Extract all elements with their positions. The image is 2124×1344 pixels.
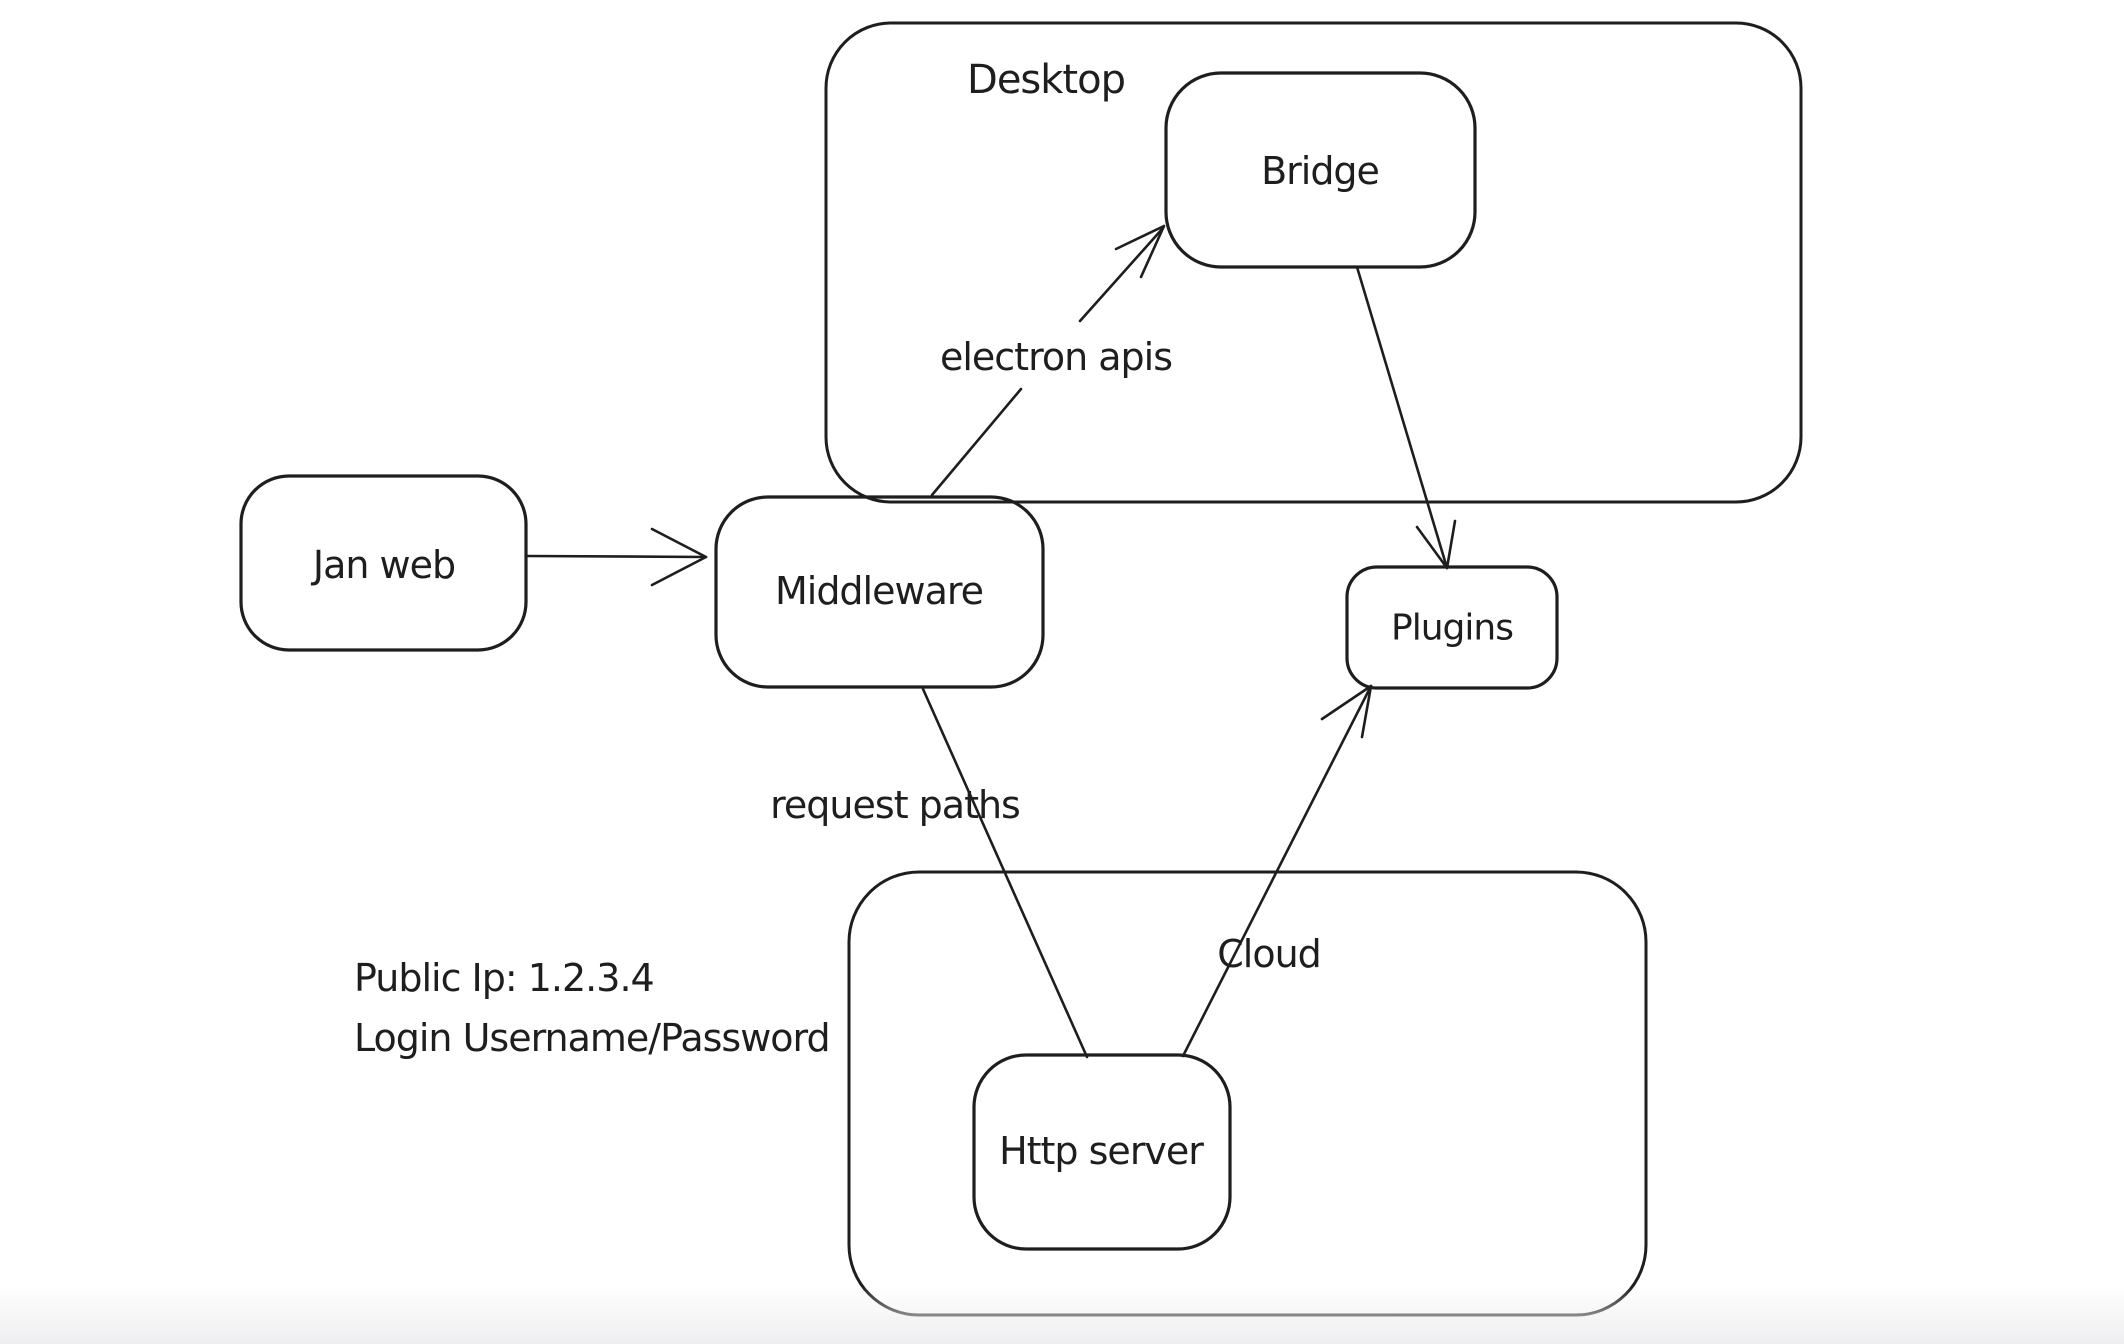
edge-label-electron-apis[interactable]: electron apis <box>939 335 1173 380</box>
login-text: Login Username/Password <box>354 1016 831 1060</box>
arrowhead-http-server-to-plugins <box>1320 684 1373 739</box>
arrowhead-jan-web-to-middleware <box>650 527 708 587</box>
edge-label-request-paths[interactable]: request paths <box>770 783 1021 828</box>
credentials-annotation[interactable]: Public Ip: 1.2.3.4 Login Username/Passwo… <box>354 948 831 1068</box>
jan-web-node-label[interactable]: Jan web <box>312 543 456 588</box>
http-server-node-label[interactable]: Http server <box>999 1129 1204 1174</box>
arrow-http-server-to-plugins[interactable] <box>1181 684 1373 1058</box>
http-server-node-box[interactable] <box>972 1053 1232 1251</box>
arrow-middleware-to-bridge-upper[interactable] <box>1078 226 1165 323</box>
arrow-bridge-to-plugins[interactable] <box>1355 265 1449 570</box>
arrow-jan-web-to-middleware[interactable] <box>525 554 708 559</box>
bridge-node-label[interactable]: Bridge <box>1261 149 1380 194</box>
arrowhead-bridge-to-plugins <box>1415 519 1457 570</box>
plugins-node-box[interactable] <box>1345 565 1559 690</box>
middleware-node-label[interactable]: Middleware <box>774 569 984 614</box>
line-middleware-to-http-server[interactable] <box>921 687 1089 1059</box>
bridge-node-box[interactable] <box>1164 71 1477 269</box>
jan-web-node-box[interactable] <box>239 474 528 652</box>
arrowhead-middleware-to-bridge <box>1114 224 1166 279</box>
arrow-middleware-to-bridge-lower[interactable] <box>930 387 1023 497</box>
plugins-node-label[interactable]: Plugins <box>1391 607 1514 649</box>
cloud-container-label[interactable]: Cloud <box>1217 932 1322 977</box>
middleware-node-box[interactable] <box>714 495 1045 689</box>
desktop-container-box[interactable] <box>824 21 1803 504</box>
desktop-container-label[interactable]: Desktop <box>967 57 1126 103</box>
public-ip-text: Public Ip: 1.2.3.4 <box>354 956 655 1000</box>
